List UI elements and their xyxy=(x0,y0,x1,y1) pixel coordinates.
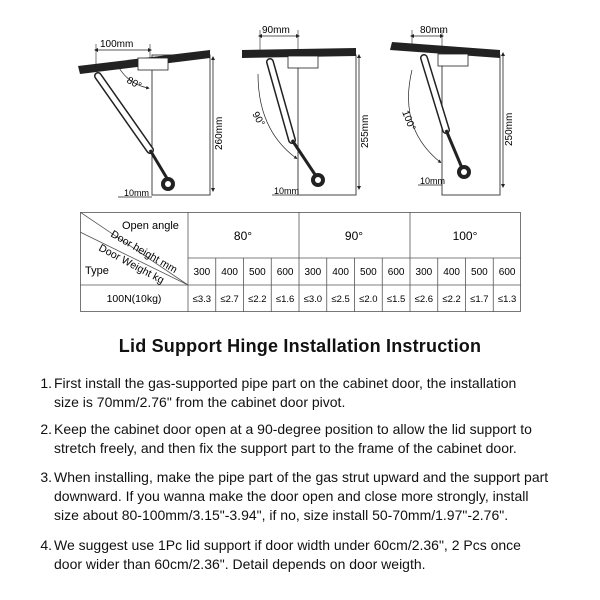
height-dimension-label: 260mm xyxy=(214,117,225,150)
step-text-line: We suggest use 1Pc lid support if door w… xyxy=(54,537,521,553)
diagram-80-degree: 100mm 80° 260mm 10mm xyxy=(78,39,225,198)
offset-dimension-label: 10mm xyxy=(420,176,445,186)
step-text-line: First install the gas-supported pipe par… xyxy=(54,375,517,391)
angle-header: 100° xyxy=(453,229,478,243)
table-subcolumn-dividers xyxy=(215,258,494,312)
table-cell: ≤2.5 xyxy=(331,294,349,305)
table-cell: ≤1.3 xyxy=(498,294,516,305)
step-item: 3. When installing, make the pipe part o… xyxy=(18,468,598,525)
door-height-cell: 300 xyxy=(305,267,322,278)
header-diagonal xyxy=(80,212,189,286)
cabinet-side xyxy=(151,54,211,196)
door-height-cell: 600 xyxy=(388,267,405,278)
gas-strut-rod xyxy=(148,149,170,181)
table-cell: ≤3.0 xyxy=(304,294,322,305)
door-height-cell: 400 xyxy=(443,267,460,278)
table-cell: ≤2.2 xyxy=(248,294,266,305)
angle-arc xyxy=(408,69,442,164)
offset-dimension-label: 10mm xyxy=(124,188,149,198)
strut-mount-bolt xyxy=(315,177,321,183)
step-text-line: downward. If you wanna make the door ope… xyxy=(54,488,529,504)
spec-table: Open angle Door height mm Door Weight kg… xyxy=(80,212,521,312)
step-item: 4. We suggest use 1Pc lid support if doo… xyxy=(18,536,598,574)
table-cell: ≤1.6 xyxy=(276,294,294,305)
instruction-heading: Lid Support Hinge Installation Instructi… xyxy=(118,336,482,356)
step-text-line: stretch freely, and then fix the support… xyxy=(54,440,517,456)
step-item: 2. Keep the cabinet door open at a 90-de… xyxy=(18,420,598,458)
table-row: ≤3.3 ≤2.7 ≤2.2 ≤1.6 ≤3.0 ≤2.5 ≤2.0 ≤1.5 ≤2.6 ≤2.2… xyxy=(193,294,517,305)
cabinet-door xyxy=(242,48,356,58)
strut-mount-bolt xyxy=(165,181,171,187)
step-number: 2. xyxy=(40,421,52,437)
gas-strut-highlight xyxy=(421,55,449,133)
door-height-cell: 300 xyxy=(416,267,433,278)
step-item: 1. First install the gas-supported pipe … xyxy=(18,374,598,412)
step-text-line: When installing, make the pipe part of t… xyxy=(54,469,549,485)
width-dimension-label: 90mm xyxy=(262,25,290,36)
hinge-bracket xyxy=(137,57,169,71)
width-dimension-label: 80mm xyxy=(420,25,448,36)
table-cell: ≤2.7 xyxy=(220,294,238,305)
gas-strut-rod xyxy=(290,139,318,177)
angle-header: 80° xyxy=(234,229,252,243)
header-type: Type xyxy=(85,265,109,277)
table-cell: ≤1.5 xyxy=(387,294,405,305)
door-height-cell: 300 xyxy=(194,267,211,278)
installation-diagrams: 100mm 80° 260mm 10mm 90mm 90° 255mm 10mm xyxy=(78,25,515,198)
gas-strut-highlight xyxy=(95,73,153,153)
step-number: 3. xyxy=(40,469,52,485)
door-height-cell: 400 xyxy=(221,267,238,278)
height-dimension-label: 250mm xyxy=(504,113,515,146)
strut-mount-bolt xyxy=(461,169,467,175)
hinge-bracket xyxy=(287,55,319,69)
step-number: 4. xyxy=(40,537,52,553)
table-cell: ≤2.0 xyxy=(359,294,377,305)
door-height-cell: 600 xyxy=(499,267,516,278)
hinge-bracket xyxy=(437,53,469,67)
step-number: 1. xyxy=(40,375,52,391)
width-dimension-label: 100mm xyxy=(100,39,133,50)
door-height-cell: 500 xyxy=(249,267,266,278)
step-text-line: size about 80-100mm/3.15"-3.94", if no, … xyxy=(54,507,509,523)
door-height-row: 300 400 500 600 300 400 500 600 300 400 500 600 xyxy=(194,267,516,278)
cabinet-side xyxy=(441,54,501,196)
table-border xyxy=(80,212,521,312)
header-diagonal xyxy=(80,231,189,286)
table-cell: ≤3.3 xyxy=(193,294,211,305)
header-open-angle: Open angle xyxy=(122,220,179,232)
step-text-line: size is 70mm/2.76" from the cabinet door… xyxy=(54,394,346,410)
door-height-cell: 500 xyxy=(360,267,377,278)
gas-strut-rod xyxy=(444,129,464,169)
diagram-90-degree: 90mm 90° 255mm 10mm xyxy=(242,25,371,196)
step-text-line: door wider than 60cm/2.36". Detail depen… xyxy=(54,556,426,572)
angle-arc xyxy=(117,65,150,90)
cabinet-side xyxy=(297,54,357,196)
step-text-line: Keep the cabinet door open at a 90-degre… xyxy=(54,421,532,437)
height-dimension-label: 255mm xyxy=(360,115,371,148)
gas-strut-highlight xyxy=(267,59,295,143)
cabinet-door xyxy=(390,42,500,58)
door-height-cell: 600 xyxy=(277,267,294,278)
door-height-cell: 400 xyxy=(332,267,349,278)
table-cell: ≤2.2 xyxy=(442,294,460,305)
table-cell: ≤1.7 xyxy=(470,294,488,305)
angle-header: 90° xyxy=(345,229,363,243)
table-cell: ≤2.6 xyxy=(415,294,433,305)
angle-arc xyxy=(257,73,298,160)
door-height-cell: 500 xyxy=(471,267,488,278)
table-row-label: 100N(10kg) xyxy=(107,293,162,305)
angle-label: 100° xyxy=(399,109,417,132)
diagram-100-degree: 80mm 100° 250mm 10mm xyxy=(390,25,515,196)
offset-dimension-label: 10mm xyxy=(274,186,299,196)
